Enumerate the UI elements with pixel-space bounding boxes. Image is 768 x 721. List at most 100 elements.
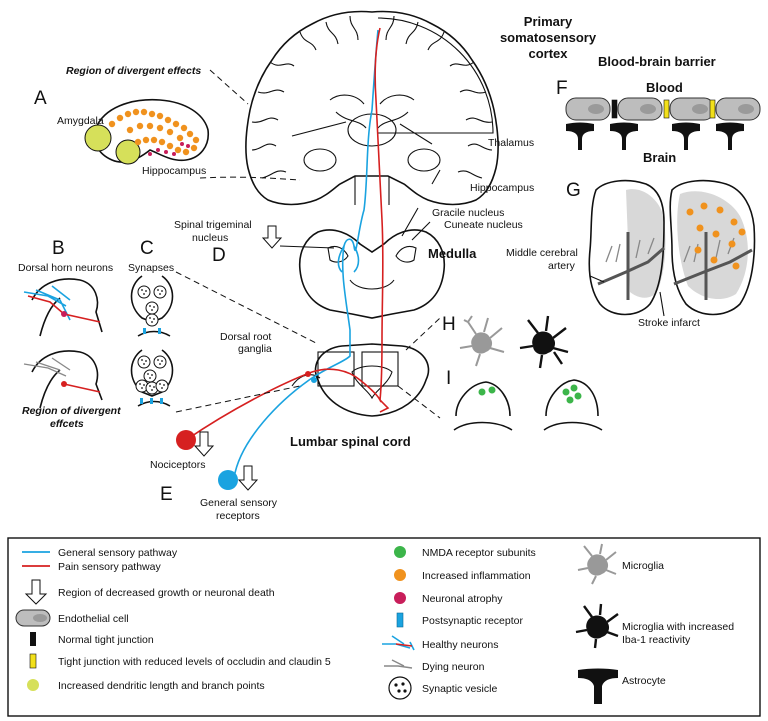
mca-branches	[605, 237, 735, 263]
legend-synaptic-vesicle: Synaptic vesicle	[422, 683, 497, 695]
panel-letter-a: A	[34, 88, 47, 109]
region-divergent-bottom-label-1: Region of divergent	[22, 405, 121, 417]
legend-pain-pathway: Pain sensory pathway	[58, 561, 161, 573]
inflammation-dot	[192, 136, 200, 144]
panel-letter-e: E	[160, 484, 173, 505]
endothelial-cell-icon	[15, 609, 51, 627]
lumbar-label: Lumbar spinal cord	[290, 434, 411, 449]
microglia-icon	[577, 543, 617, 585]
inflammation-dot	[180, 124, 188, 132]
postsynaptic-receptor-icon	[150, 398, 153, 404]
inflammation-dot	[176, 134, 184, 142]
panel-letters: A B C D E F G H I	[34, 78, 581, 505]
lumbar-box-left	[317, 351, 355, 387]
callout-bc	[175, 271, 319, 345]
medulla-olive	[349, 279, 395, 290]
inflammation-dot	[166, 128, 174, 136]
inflammation-dots	[108, 108, 200, 156]
mca-right	[673, 232, 753, 300]
region-divergent-bottom-label-2: effcets	[50, 418, 84, 430]
synaptic-vesicle-icon	[153, 355, 167, 369]
atrophy-dots	[148, 142, 190, 156]
nmda-dot-icon	[394, 546, 406, 558]
nociceptor-dot	[176, 430, 196, 450]
general-receptors-label-1: General sensory	[200, 497, 278, 509]
astrocyte-icon	[610, 122, 638, 150]
postsynaptic-receptor-icon	[143, 328, 146, 334]
neuron-body	[61, 381, 67, 387]
region-divergent-top-label: Region of divergent effects	[66, 65, 201, 77]
medulla-nucleus-left	[327, 245, 349, 263]
normal-junction-icon	[30, 632, 36, 646]
medulla-outline	[298, 229, 446, 319]
callout-hippocampus	[199, 176, 301, 181]
amygdala-label: Amygdala	[57, 115, 104, 127]
inflammation-dot	[116, 114, 124, 122]
inflammation-dot	[696, 224, 704, 232]
legend-atrophy: Neuronal atrophy	[422, 593, 503, 605]
dying-neuron-red	[63, 383, 101, 393]
brain-right-hemisphere	[669, 179, 756, 316]
postsynaptic-receptor-icon	[158, 328, 161, 334]
inflammation-dot	[158, 138, 166, 146]
brain-label: Brain	[643, 150, 676, 165]
gyri-right	[385, 15, 493, 179]
reactive-microglia-icon	[575, 603, 619, 649]
legend-box	[7, 537, 761, 717]
synaptic-vesicle-icon	[137, 355, 151, 369]
medulla-label: Medulla	[428, 246, 477, 261]
inflammation-dot	[124, 110, 132, 118]
panel-a-limbic	[84, 98, 210, 165]
mca-left	[597, 232, 665, 300]
panel-i-right	[543, 379, 603, 431]
gyri-left	[251, 15, 359, 179]
panel-b-dorsal-horn	[23, 278, 103, 409]
panel-letter-g: G	[566, 180, 581, 201]
cortex-region-outline	[377, 17, 494, 134]
synaptic-vesicle-icon	[137, 285, 151, 299]
callout-a	[209, 69, 249, 105]
reduced-tight-junction	[709, 99, 716, 119]
pain-pathway-ascending	[185, 27, 384, 441]
legend-reduced-junction: Tight junction with reduced levels of oc…	[58, 656, 331, 668]
primary-cortex-label-1: Primary	[524, 14, 573, 29]
panel-letter-b: B	[52, 238, 65, 259]
inflammation-dot	[728, 240, 736, 248]
synaptic-vesicle-icon	[145, 301, 159, 315]
lumbar-grey-matter	[351, 365, 393, 400]
thalamus-shape	[347, 113, 397, 147]
legend-normal-junction: Normal tight junction	[58, 634, 154, 646]
reduced-junction-icon	[29, 653, 37, 669]
synapses-label: Synapses	[128, 262, 174, 274]
legend-astrocyte: Astrocyte	[622, 675, 666, 687]
pointer-lines	[279, 121, 441, 249]
callout-i	[397, 385, 441, 419]
dying-neuron-dendrites	[23, 357, 71, 377]
inflammation-dot	[182, 148, 190, 156]
general-pathway-medulla-branches	[337, 245, 360, 273]
legend: General sensory pathway Pain sensory pat…	[7, 537, 761, 717]
down-arrow-icon	[24, 579, 48, 605]
hippocampus-panel-shape	[115, 139, 141, 165]
legend-general-pathway: General sensory pathway	[58, 547, 178, 559]
general-receptors-label-2: receptors	[216, 510, 260, 522]
hippocampus-right-label: Hippocampus	[470, 182, 534, 194]
mca-label-1: Middle cerebral	[506, 247, 578, 259]
pain-pathway-hook	[379, 399, 390, 413]
inflammation-dot	[174, 146, 182, 154]
cuneate-label: Cuneate nucleus	[444, 219, 523, 231]
legend-reactive-microglia-2: Iba-1 reactivity	[622, 634, 691, 646]
dorsal-horn-lower	[31, 350, 103, 409]
reactive-microglia-icon	[519, 315, 569, 369]
astrocyte-icon	[672, 122, 700, 150]
inflammation-dot	[164, 116, 172, 124]
atrophy-dot	[164, 150, 168, 154]
amygdala-shape	[84, 124, 112, 152]
legend-dendrite: Increased dendritic length and branch po…	[58, 680, 265, 692]
primary-cortex-label-2: somatosensory	[500, 30, 597, 45]
medulla-section	[298, 229, 446, 319]
primary-cortex-label-3: cortex	[528, 46, 568, 61]
decreased-growth-arrows	[193, 225, 283, 491]
legend-nmda: NMDA receptor subunits	[422, 547, 536, 559]
